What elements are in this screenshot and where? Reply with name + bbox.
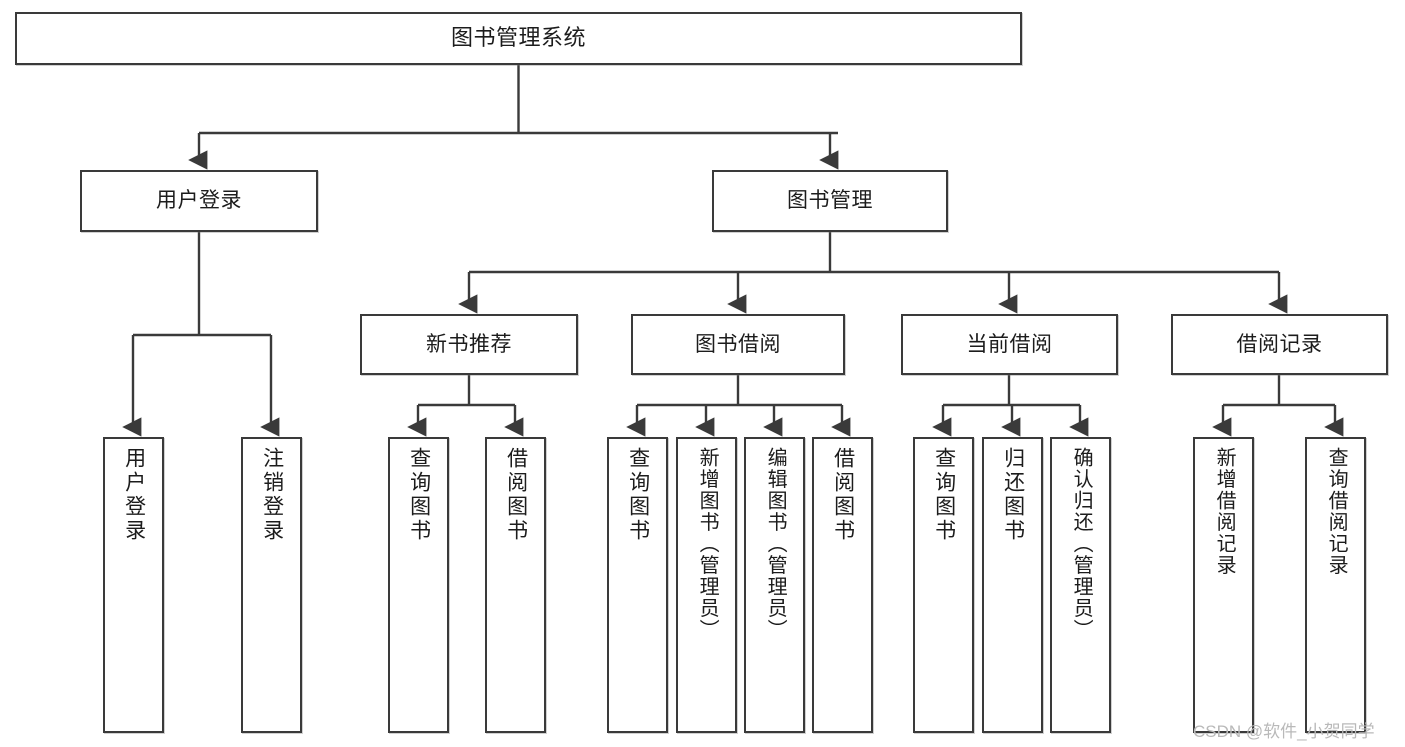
leaf-borrow-query-book[interactable]: 查询图书 xyxy=(607,437,668,733)
csdn-watermark: CSDN @软件_小贺同学 xyxy=(1193,722,1375,741)
node-label: 新书推荐 xyxy=(426,332,512,356)
leaf-current-query-book[interactable]: 查询图书 xyxy=(913,437,974,733)
node-label: 查询图书 xyxy=(932,447,956,543)
node-label: 用户登录 xyxy=(122,447,146,543)
node-label: 图书借阅 xyxy=(695,332,781,356)
node-label: 新增借阅记录 xyxy=(1213,447,1236,576)
node-user-login[interactable]: 用户登录 xyxy=(80,170,318,232)
node-new-book-recommend[interactable]: 新书推荐 xyxy=(360,314,578,375)
leaf-records-add-record[interactable]: 新增借阅记录 xyxy=(1193,437,1254,733)
node-label: 用户登录 xyxy=(156,189,242,213)
leaf-borrow-edit-book-admin[interactable]: 编辑图书（管理员） xyxy=(744,437,805,733)
leaf-logout[interactable]: 注销登录 xyxy=(241,437,302,733)
node-label: 图书管理系统 xyxy=(450,25,586,51)
leaf-current-confirm-return-admin[interactable]: 确认归还（管理员） xyxy=(1050,437,1111,733)
node-label: 当前借阅 xyxy=(966,332,1053,356)
node-book-management[interactable]: 图书管理 xyxy=(712,170,948,232)
node-label: 编辑图书（管理员） xyxy=(764,447,787,641)
node-label: 归还图书 xyxy=(1001,447,1025,543)
leaf-borrow-borrow-book[interactable]: 借阅图书 xyxy=(812,437,873,733)
node-label: 借阅图书 xyxy=(504,447,528,543)
node-root-system[interactable]: 图书管理系统 xyxy=(15,12,1022,65)
node-label: 查询图书 xyxy=(626,447,650,543)
node-book-borrow[interactable]: 图书借阅 xyxy=(631,314,845,375)
node-label: 确认归还（管理员） xyxy=(1070,447,1093,641)
leaf-current-return-book[interactable]: 归还图书 xyxy=(982,437,1043,733)
node-label: 注销登录 xyxy=(260,447,284,543)
leaf-newbook-query-book[interactable]: 查询图书 xyxy=(388,437,449,733)
node-label: 查询图书 xyxy=(407,447,431,543)
leaf-records-query-record[interactable]: 查询借阅记录 xyxy=(1305,437,1366,733)
leaf-user-login[interactable]: 用户登录 xyxy=(103,437,164,733)
leaf-newbook-borrow-book[interactable]: 借阅图书 xyxy=(485,437,546,733)
node-current-borrow[interactable]: 当前借阅 xyxy=(901,314,1118,375)
node-label: 图书管理 xyxy=(787,189,873,213)
node-label: 借阅图书 xyxy=(831,447,855,543)
node-label: 借阅记录 xyxy=(1236,332,1323,356)
node-borrow-records[interactable]: 借阅记录 xyxy=(1171,314,1388,375)
node-label: 查询借阅记录 xyxy=(1325,447,1348,576)
leaf-borrow-add-book-admin[interactable]: 新增图书（管理员） xyxy=(676,437,737,733)
node-label: 新增图书（管理员） xyxy=(696,447,719,641)
